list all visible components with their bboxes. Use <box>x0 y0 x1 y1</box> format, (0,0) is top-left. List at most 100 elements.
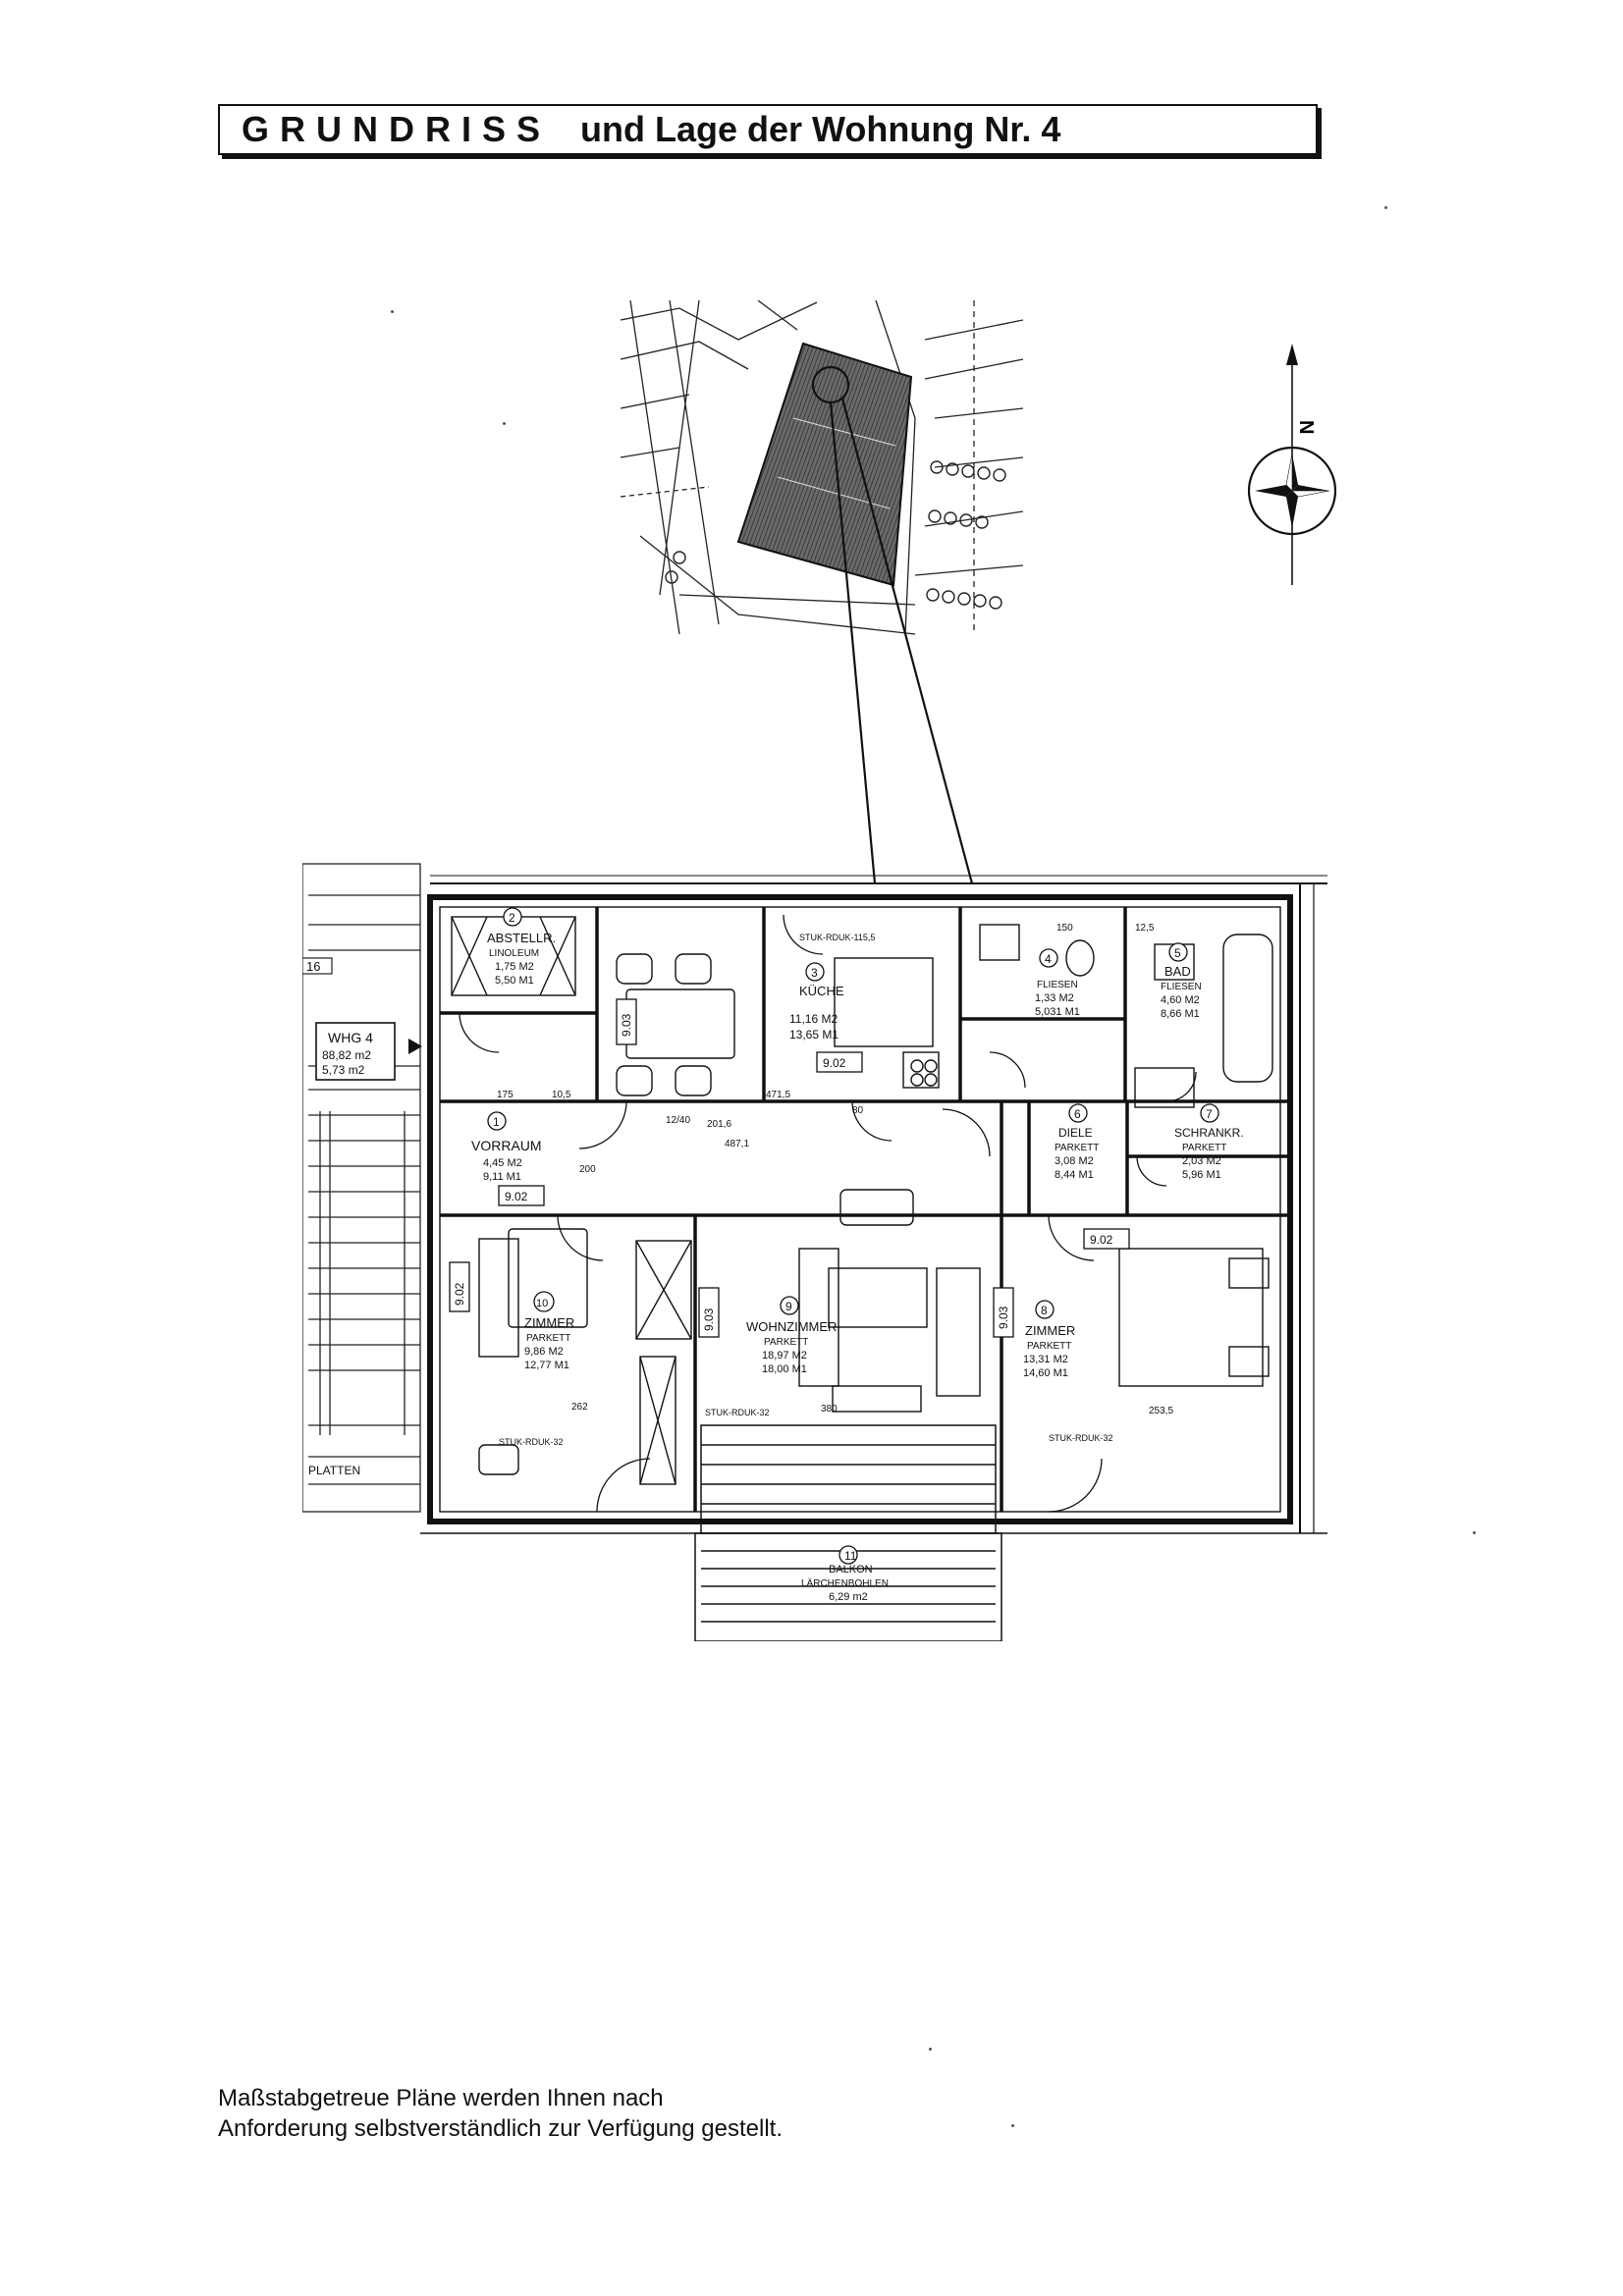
scan-speck <box>1384 206 1387 209</box>
room-perimeter: 18,00 M1 <box>762 1363 807 1375</box>
room-number: 7 <box>1206 1107 1213 1121</box>
page-subtitle: und Lage der Wohnung Nr. 4 <box>580 109 1061 149</box>
room-label-1: 1 VORRAUM 4,45 M2 9,11 M1 <box>471 1111 542 1183</box>
apartment-tag-label: WHG 4 <box>328 1030 373 1045</box>
room-name: ZIMMER <box>1025 1323 1075 1338</box>
room-number: 4 <box>1045 952 1052 966</box>
dimension: 262 <box>571 1402 588 1413</box>
apartment-tag-perimeter: 5,73 m2 <box>322 1063 365 1077</box>
room-number: 1 <box>493 1115 500 1129</box>
room-perimeter: 12,77 M1 <box>524 1360 569 1371</box>
footer-line-2: Anforderung selbstverständlich zur Verfü… <box>218 2115 784 2142</box>
room-area: 4,60 M2 <box>1161 994 1200 1006</box>
scan-speck <box>503 422 506 425</box>
room-perimeter: 5,96 M1 <box>1182 1169 1221 1181</box>
dimension: 175 <box>497 1090 514 1100</box>
room-label-5: 5 BAD FLIESEN 4,60 M2 8,66 M1 <box>1161 942 1202 1020</box>
footer-line-1: Maßstabgetreue Pläne werden Ihnen nach <box>218 2085 664 2111</box>
room-name: VORRAUM <box>471 1138 542 1153</box>
room-number: 8 <box>1041 1304 1048 1317</box>
dimension: 10,5 <box>552 1090 571 1100</box>
room-area: 4,45 M2 <box>483 1157 522 1169</box>
room-floor: PARKETT <box>526 1333 570 1344</box>
room-label-2: 2 ABSTELLR. LINOLEUM 1,75 M2 5,50 M1 <box>487 907 556 987</box>
room-label-10: 10 ZIMMER PARKETT 9,86 M2 12,77 M1 <box>524 1291 574 1371</box>
room-number: 5 <box>1174 946 1181 960</box>
dimension: 471,5 <box>766 1090 790 1100</box>
room-label-3: 3 KÜCHE 11,16 M2 13,65 M1 <box>789 962 844 1041</box>
room-label-7: 7 SCHRANKR. PARKETT 2,03 M2 5,96 M1 <box>1174 1103 1244 1181</box>
dimension: 201,6 <box>707 1119 731 1130</box>
room-name: BAD <box>1164 964 1191 979</box>
north-arrow-compass: N <box>1247 344 1337 585</box>
room-name: SCHRANKR. <box>1174 1126 1244 1140</box>
room-floor: FLIESEN <box>1037 980 1078 990</box>
scan-speck <box>1011 2124 1014 2127</box>
site-location-map <box>621 300 1023 635</box>
door-code: 9.02 <box>1090 1233 1113 1247</box>
door-code: 9.02 <box>453 1282 466 1306</box>
dimension: 150 <box>1056 923 1073 934</box>
north-label: N <box>1295 420 1317 434</box>
side-label-16: 16 <box>306 959 320 974</box>
room-area: 11,16 M2 <box>789 1012 838 1026</box>
door-code: 9.02 <box>505 1190 528 1203</box>
room-label-9: 9 WOHNZIMMER PARKETT 18,97 M2 18,00 M1 <box>746 1296 837 1375</box>
room-perimeter: 8,44 M1 <box>1055 1169 1094 1181</box>
room-floor: FLIESEN <box>1161 982 1202 992</box>
ceiling-note: STUK-RDUK-32 <box>1049 1433 1113 1443</box>
floor-plan: 16 PLATTEN WHG 4 88,82 m2 5,73 m2 <box>302 863 1327 1641</box>
dimension: 80 <box>852 1105 864 1116</box>
door-code: 9.03 <box>702 1308 716 1331</box>
room-perimeter: 8,66 M1 <box>1161 1008 1200 1020</box>
room-area: 3,08 M2 <box>1055 1155 1094 1167</box>
scan-speck <box>1473 1531 1476 1534</box>
room-floor: PARKETT <box>1027 1341 1071 1352</box>
room-name: BALKON <box>829 1564 873 1575</box>
room-label-8: 8 ZIMMER PARKETT 13,31 M2 14,60 M1 <box>1023 1300 1075 1379</box>
room-area: 13,31 M2 <box>1023 1354 1068 1365</box>
page-title: GRUNDRISS <box>242 109 552 149</box>
room-number: 10 <box>536 1298 548 1309</box>
room-area: 1,75 M2 <box>495 961 534 973</box>
door-code: 9.02 <box>823 1056 846 1070</box>
apartment-tag-area: 88,82 m2 <box>322 1048 371 1062</box>
room-name: ABSTELLR. <box>487 931 556 945</box>
room-area: 9,86 M2 <box>524 1346 564 1358</box>
room-area: 6,29 m2 <box>829 1591 868 1603</box>
dimension: 12/40 <box>666 1115 690 1126</box>
room-area: 2,03 M2 <box>1182 1155 1221 1167</box>
room-name: KÜCHE <box>799 984 844 998</box>
room-label-4: 4 FLIESEN 1,33 M2 5,031 M1 <box>1035 948 1080 1018</box>
scan-speck <box>929 2048 932 2051</box>
room-name: DIELE <box>1058 1126 1093 1140</box>
room-area: 18,97 M2 <box>762 1350 807 1362</box>
room-floor: PARKETT <box>764 1337 808 1348</box>
room-perimeter: 9,11 M1 <box>483 1171 521 1183</box>
room-area: 1,33 M2 <box>1035 992 1074 1004</box>
room-floor: PARKETT <box>1055 1143 1099 1153</box>
dimension: 487,1 <box>725 1139 749 1149</box>
door-code: 9.03 <box>620 1013 633 1037</box>
room-floor: PARKETT <box>1182 1143 1226 1153</box>
room-number: 9 <box>785 1300 792 1313</box>
side-label-platten: PLATTEN <box>308 1464 360 1477</box>
room-perimeter: 5,50 M1 <box>495 975 534 987</box>
dimension: 380 <box>821 1404 838 1415</box>
dimension: 253,5 <box>1149 1406 1173 1416</box>
room-floor: LÄRCHENBOHLEN <box>801 1577 889 1589</box>
room-name: WOHNZIMMER <box>746 1319 837 1334</box>
ceiling-note: STUK-RDUK-32 <box>705 1408 770 1417</box>
room-perimeter: 5,031 M1 <box>1035 1006 1080 1018</box>
footer-note: Maßstabgetreue Pläne werden Ihnen nach A… <box>218 2083 783 2144</box>
room-perimeter: 13,65 M1 <box>789 1028 839 1041</box>
scan-speck <box>391 310 394 313</box>
room-name: ZIMMER <box>524 1315 574 1330</box>
ceiling-note: STUK-RDUK-115,5 <box>799 933 875 942</box>
room-number: 6 <box>1074 1107 1081 1121</box>
room-label-11: 11 BALKON LÄRCHENBOHLEN 6,29 m2 <box>801 1545 889 1603</box>
room-number: 3 <box>811 966 818 980</box>
dimension: 200 <box>579 1164 596 1175</box>
ceiling-note: STUK-RDUK-32 <box>499 1437 564 1447</box>
room-perimeter: 14,60 M1 <box>1023 1367 1068 1379</box>
